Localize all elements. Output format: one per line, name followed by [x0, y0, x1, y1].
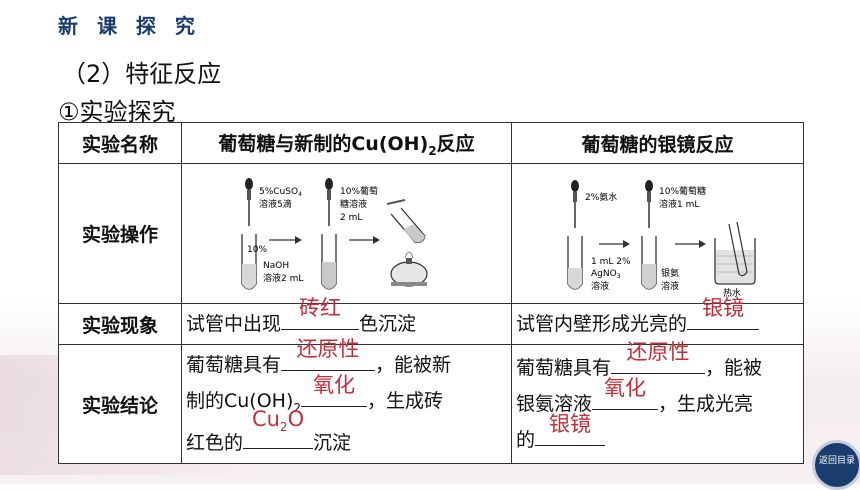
exp2-diagram: 2%氨水 1 mL 2% AgNO3 溶液 10%葡萄糖 溶液1 mL	[511, 163, 804, 304]
section-subtitle: （2）特征反应	[62, 60, 222, 88]
answer-blank: 还原性	[611, 340, 706, 374]
label-reagent2-a: 10%葡萄糖	[659, 185, 706, 197]
exp2-phenomenon: 试管内壁形成光亮的银镜	[511, 296, 804, 345]
back-to-contents-button[interactable]: 返回目录	[812, 440, 860, 490]
label-tube-b: NaOH	[263, 261, 289, 271]
label-reagent1: 2%氨水	[585, 191, 617, 203]
experiment-table: 实验名称 葡萄糖与新制的Cu(OH)2反应 葡萄糖的银镜反应 实验操作 5%Cu…	[58, 122, 804, 464]
answer-text: 砖红	[299, 296, 342, 320]
answer-blank: 氧化	[592, 376, 659, 410]
answer-text: 还原性	[296, 336, 360, 361]
label-reagent2-b: 溶液1 mL	[659, 198, 699, 210]
label-tube-a: 10%	[247, 245, 267, 255]
page-header: 新 课 探 究	[58, 14, 201, 38]
row-header-conclusion: 实验结论	[58, 344, 182, 464]
answer-text: 银镜	[549, 412, 592, 436]
row-header-phenomenon: 实验现象	[58, 303, 182, 345]
table-row: 实验现象 试管中出现砖红色沉淀 试管内壁形成光亮的银镜	[58, 296, 804, 345]
answer-text: 氧化	[313, 372, 356, 397]
label-reagent1-b: 溶液5滴	[259, 198, 292, 210]
label-reagent2-b: 糖溶液	[340, 198, 367, 210]
answer-text: 氧化	[604, 376, 647, 400]
col-header-name: 实验名称	[58, 122, 182, 164]
label-bath: 热水	[723, 287, 741, 298]
label-reagent2-c: 2 mL	[340, 213, 362, 223]
answer-blank: 银镜	[687, 296, 760, 330]
answer-text: 银镜	[702, 296, 745, 320]
label-tube-a: 1 mL 2%	[591, 257, 631, 267]
label-reagent1-a: 5%CuSO4	[259, 187, 302, 198]
row-header-operation: 实验操作	[58, 163, 182, 304]
exp2-conclusion: 葡萄糖具有还原性，能被 银氨溶液氧化，生成光亮 的银镜	[511, 340, 804, 464]
label-tube-b: AgNO3	[591, 269, 621, 280]
answer-blank: 银镜	[535, 412, 606, 446]
answer-text: 还原性	[626, 340, 690, 364]
answer-blank: 还原性	[281, 337, 376, 371]
table-header-row: 实验名称 葡萄糖与新制的Cu(OH)2反应 葡萄糖的银镜反应	[58, 122, 804, 164]
col-header-exp1: 葡萄糖与新制的Cu(OH)2反应	[181, 122, 512, 164]
back-to-contents-label: 返回目录	[818, 456, 855, 466]
table-row: 实验操作 5%CuSO4 溶液5滴 10% NaOH 溶液2 mL	[58, 163, 804, 304]
exp1-apparatus-diagram: 5%CuSO4 溶液5滴 10% NaOH 溶液2 mL 10%葡萄 糖溶液 2…	[240, 178, 428, 290]
exp1-phenomenon: 试管中出现砖红色沉淀	[181, 296, 512, 345]
col-header-exp2: 葡萄糖的银镜反应	[511, 122, 804, 164]
label-tube2-b: 溶液	[661, 280, 679, 292]
label-tube-c: 溶液	[591, 280, 609, 292]
answer-blank: Cu2O	[243, 407, 314, 450]
exp1-diagram: 5%CuSO4 溶液5滴 10% NaOH 溶液2 mL 10%葡萄 糖溶液 2…	[181, 163, 512, 304]
answer-blank: 氧化	[301, 373, 368, 407]
answer-text: Cu2O	[251, 407, 305, 435]
label-tube-c: 溶液2 mL	[263, 272, 303, 284]
answer-blank: 砖红	[281, 296, 360, 330]
exp2-apparatus-diagram: 2%氨水 1 mL 2% AgNO3 溶液 10%葡萄糖 溶液1 mL	[567, 180, 756, 299]
label-reagent2-a: 10%葡萄	[340, 185, 378, 197]
section-heading: ①实验探究	[58, 98, 176, 126]
label-tube2-a: 银氨	[661, 267, 679, 279]
